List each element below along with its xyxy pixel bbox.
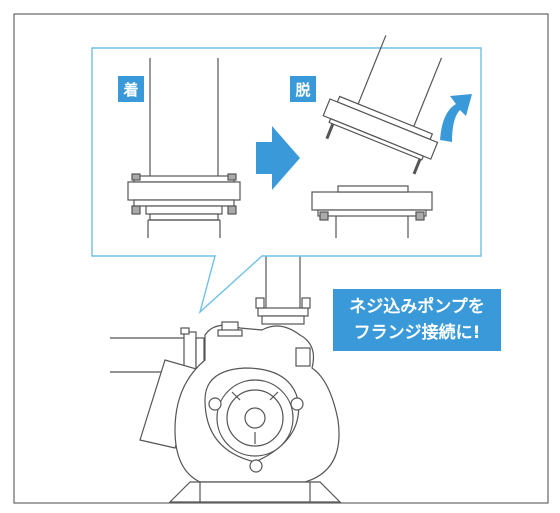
detached-label: 脱 xyxy=(290,76,316,102)
attached-label: 着 xyxy=(118,76,144,102)
callout-text-box: ネジ込みポンプを フランジ接続に! xyxy=(333,289,501,351)
detached-flange-illustration xyxy=(311,35,443,238)
attached-flange-illustration xyxy=(127,58,241,238)
rotate-arrow-icon xyxy=(440,94,472,142)
arrow-right-icon xyxy=(256,126,300,190)
callout-line-2: フランジ接続に! xyxy=(353,323,481,343)
callout-line-1: ネジ込みポンプを xyxy=(349,297,485,317)
pump-illustration xyxy=(110,255,342,503)
